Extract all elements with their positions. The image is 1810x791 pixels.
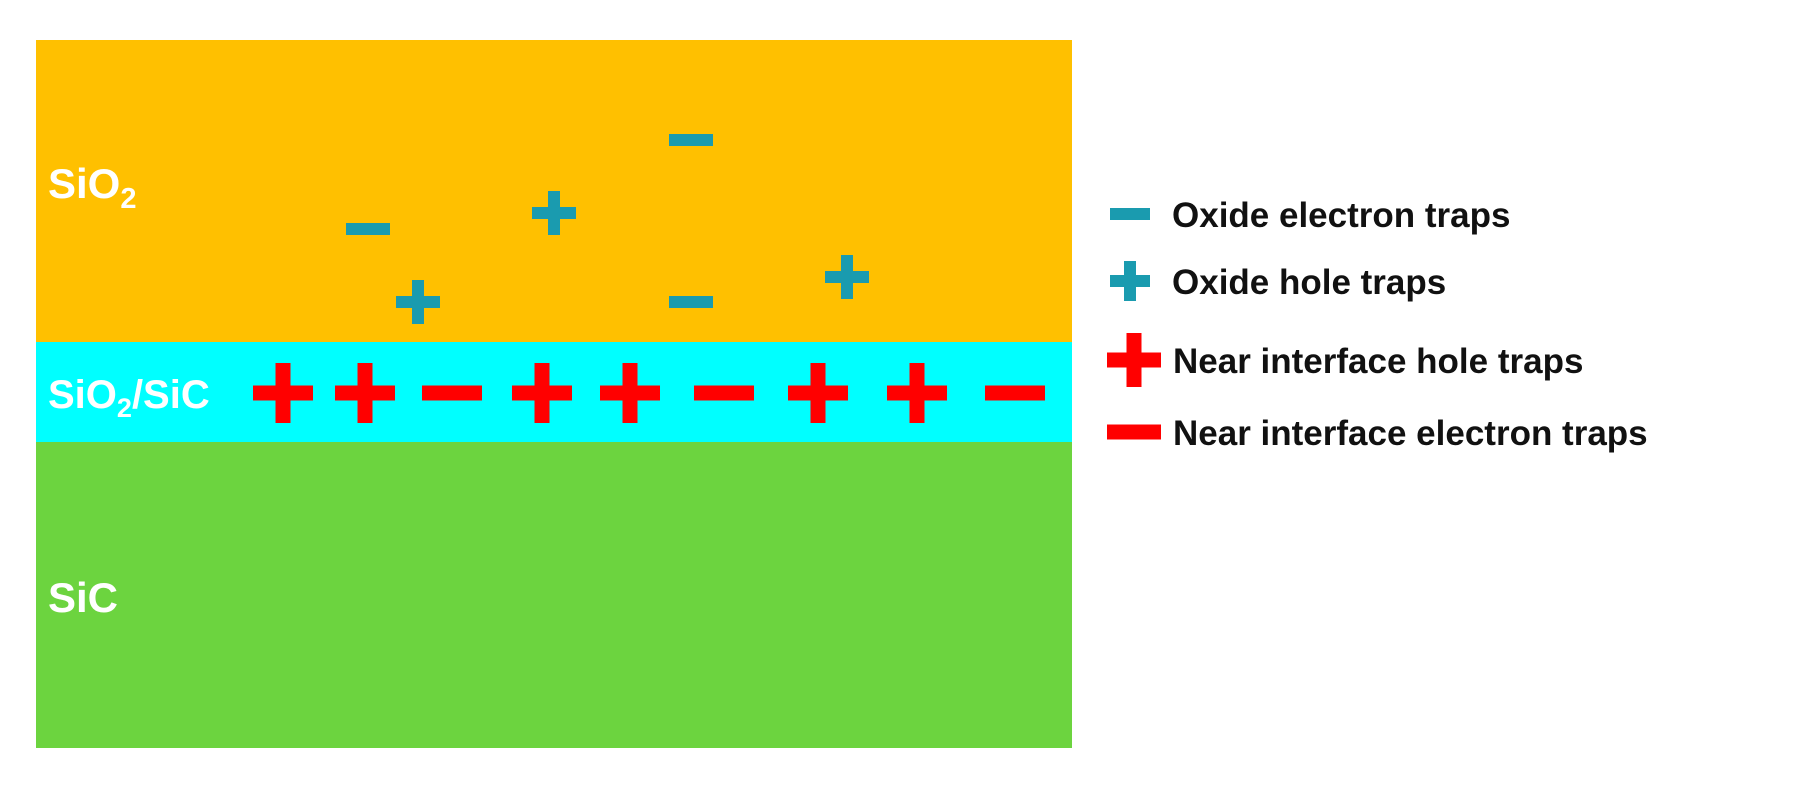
legend-label: Oxide hole traps bbox=[1172, 263, 1446, 302]
oxide-trap-group bbox=[346, 134, 869, 324]
interface-hole-trap-plus-icon bbox=[512, 363, 572, 423]
interface-hole-trap-plus-icon bbox=[887, 363, 947, 423]
legend-plus-icon bbox=[1107, 333, 1161, 387]
legend-minus-icon bbox=[1110, 208, 1150, 220]
interface-electron-trap-minus-icon bbox=[694, 385, 754, 401]
oxide-electron-trap-minus-icon bbox=[346, 223, 390, 235]
sic-layer-label: SiC bbox=[48, 574, 118, 621]
interface-hole-trap-plus-icon bbox=[788, 363, 848, 423]
oxide-hole-trap-plus-icon bbox=[396, 280, 440, 324]
interface-electron-trap-minus-icon bbox=[422, 385, 482, 401]
sio2-sic-interface-label: SiO2/SiC bbox=[48, 373, 210, 423]
legend-label: Oxide electron traps bbox=[1172, 196, 1510, 235]
oxide-hole-trap-plus-icon bbox=[825, 255, 869, 299]
sio2-layer-label: SiO2 bbox=[48, 160, 137, 215]
interface-trap-group bbox=[253, 363, 1045, 423]
interface-hole-trap-plus-icon bbox=[335, 363, 395, 423]
legend-label: Near interface hole traps bbox=[1173, 342, 1583, 381]
interface-hole-trap-plus-icon bbox=[253, 363, 313, 423]
oxide-hole-trap-plus-icon bbox=[532, 191, 576, 235]
legend-plus-icon bbox=[1110, 261, 1150, 301]
interface-hole-trap-plus-icon bbox=[600, 363, 660, 423]
interface-electron-trap-minus-icon bbox=[985, 385, 1045, 401]
sic-substrate-layer bbox=[36, 442, 1072, 748]
oxide-electron-trap-minus-icon bbox=[669, 134, 713, 146]
legend-minus-icon bbox=[1107, 424, 1161, 440]
oxide-electron-trap-minus-icon bbox=[669, 296, 713, 308]
legend-label: Near interface electron traps bbox=[1173, 414, 1648, 453]
